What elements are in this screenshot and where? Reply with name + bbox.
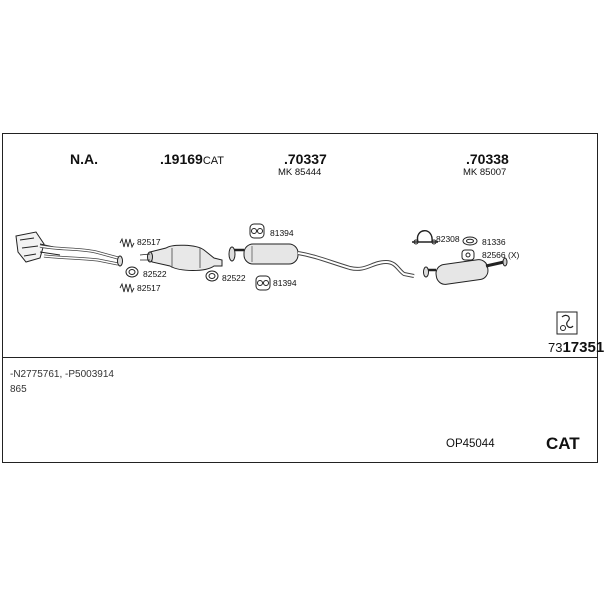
label-81336: 81336 (482, 237, 506, 247)
header-catalytic: .19169CAT (160, 152, 224, 167)
hanger-82566 (461, 249, 475, 261)
diagram-frame (2, 133, 598, 463)
code-number: 865 (10, 384, 27, 395)
rubber-ring-81336 (462, 236, 478, 246)
spring-82517-top (119, 237, 135, 249)
label-81394-top: 81394 (270, 228, 294, 238)
reference-number: OP45044 (446, 438, 495, 450)
figure-number-main: 17351 (562, 339, 604, 356)
label-82522-left: 82522 (143, 269, 167, 279)
rubber-mount-81394-bottom (255, 275, 271, 291)
gasket-82522-right (205, 270, 219, 282)
rubber-mount-81394-top (249, 223, 265, 239)
clamp-82308 (412, 230, 438, 245)
figure-number-prefix: 73 (548, 340, 563, 355)
header-middle-silencer: .70337 (284, 151, 327, 167)
catalytic-converter (139, 244, 223, 271)
spring-82517-bottom (119, 282, 135, 294)
header-rear-mk: MK 85007 (463, 167, 507, 178)
label-82566: 82566 (X) (482, 250, 520, 260)
header-catalytic-number: .19169 (160, 151, 203, 167)
middle-pipe-70337 (228, 243, 415, 278)
label-82522-right: 82522 (222, 273, 246, 283)
oe-numbers: -N2775761, -P5003914 (10, 369, 114, 380)
figure-number: 7317351 (548, 340, 604, 355)
gasket-82522-left (125, 266, 139, 278)
cat-label: CAT (546, 434, 580, 453)
header-catalytic-suffix: CAT (202, 155, 225, 167)
front-pipe (39, 244, 123, 267)
label-81394-bottom: 81394 (273, 278, 297, 288)
figure-reference-icon (556, 311, 578, 335)
header-na: N.A. (70, 151, 98, 167)
header-middle-mk: MK 85444 (278, 167, 322, 178)
label-82308: 82308 (436, 234, 460, 244)
label-82517-top: 82517 (137, 237, 161, 247)
rear-silencer-70338 (423, 257, 508, 285)
header-rear-silencer: .70338 (466, 151, 509, 167)
label-82517-bottom: 82517 (137, 283, 161, 293)
section-divider (2, 357, 598, 358)
